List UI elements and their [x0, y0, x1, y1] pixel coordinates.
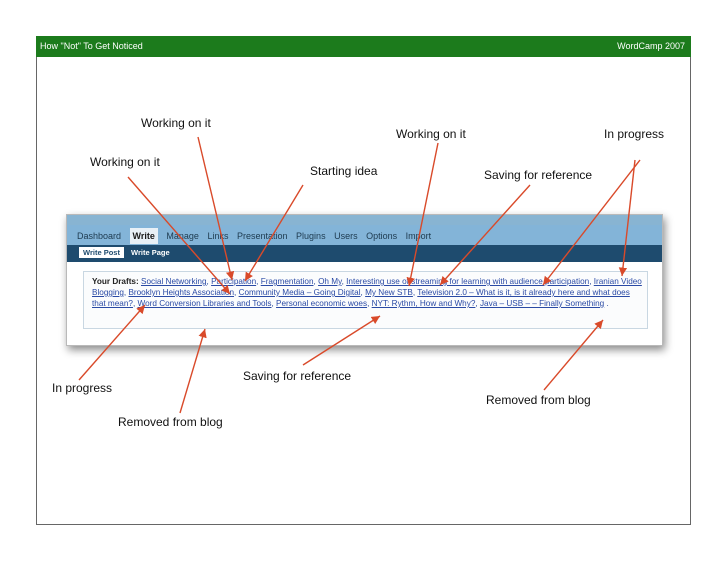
annotation-label: Working on it — [141, 116, 211, 130]
draft-link[interactable]: Java – USB – – Finally Something — [479, 299, 605, 308]
nav-links[interactable]: Links — [207, 231, 229, 241]
drafts-label: Your Drafts: — [92, 277, 139, 286]
annotation-arrow — [302, 315, 381, 366]
annotation-arrow — [127, 176, 231, 295]
nav-manage[interactable]: Manage — [166, 231, 199, 241]
annotation-arrow — [542, 159, 641, 286]
draft-link[interactable]: Brooklyn Heights Association — [128, 288, 235, 297]
draft-link[interactable]: Television 2.0 – What is it, is it alrea… — [92, 288, 630, 308]
admin-nav: Dashboard Write Manage Links Presentatio… — [67, 215, 662, 246]
annotation-label: Saving for reference — [243, 369, 352, 383]
wordpress-screenshot: Dashboard Write Manage Links Presentatio… — [66, 214, 663, 346]
annotation-arrow — [406, 142, 439, 287]
nav-users[interactable]: Users — [334, 231, 358, 241]
draft-link[interactable]: Iranian Video Blogging — [92, 277, 642, 297]
slide-header: How "Not" To Get Noticed WordCamp 2007 — [36, 36, 691, 57]
annotation-label: Removed from blog — [118, 415, 223, 429]
annotation-arrow — [78, 304, 146, 381]
draft-link[interactable]: Participation — [211, 277, 257, 286]
annotation-arrow — [618, 159, 636, 277]
nav-presentation[interactable]: Presentation — [236, 231, 288, 241]
annotation-label: Working on it — [396, 127, 466, 141]
nav-write[interactable]: Write — [129, 228, 158, 244]
subnav-write-post[interactable]: Write Post — [79, 247, 124, 258]
nav-plugins[interactable]: Plugins — [296, 231, 326, 241]
event-name: WordCamp 2007 — [617, 41, 685, 51]
admin-subnav: Write Post Write Page — [67, 245, 662, 262]
annotation-label: Working on it — [90, 155, 160, 169]
nav-dashboard[interactable]: Dashboard — [77, 231, 122, 241]
annotation-label: Starting idea — [310, 164, 378, 178]
annotation-arrow — [179, 328, 207, 414]
draft-link[interactable]: Oh My — [318, 277, 342, 286]
draft-link[interactable]: NYT: Rythm, How and Why? — [371, 299, 476, 308]
nav-options[interactable]: Options — [366, 231, 398, 241]
draft-link[interactable]: Community Media – Going Digital — [238, 288, 361, 297]
annotation-arrow — [244, 184, 304, 282]
draft-link[interactable]: My New STB — [365, 288, 413, 297]
annotation-label: In progress — [52, 381, 113, 395]
annotation-label: In progress — [604, 127, 665, 141]
annotation-label: Saving for reference — [484, 168, 593, 182]
subnav-write-page[interactable]: Write Page — [131, 248, 170, 257]
slide-title: How "Not" To Get Noticed — [40, 41, 143, 51]
annotation-arrow — [197, 136, 235, 281]
annotation-arrow — [543, 319, 604, 391]
drafts-list: Your Drafts: Social Networking, Particip… — [92, 277, 642, 308]
draft-link[interactable]: Fragmentation — [260, 277, 314, 286]
drafts-box: Your Drafts: Social Networking, Particip… — [83, 271, 648, 329]
annotation-label: Removed from blog — [486, 393, 591, 407]
draft-link[interactable]: Social Networking — [140, 277, 207, 286]
draft-link[interactable]: Interesting use of streaming for learnin… — [346, 277, 590, 286]
draft-link[interactable]: Word Conversion Libraries and Tools — [137, 299, 272, 308]
draft-link[interactable]: Personal economic woes — [276, 299, 368, 308]
annotation-arrow — [439, 184, 531, 286]
